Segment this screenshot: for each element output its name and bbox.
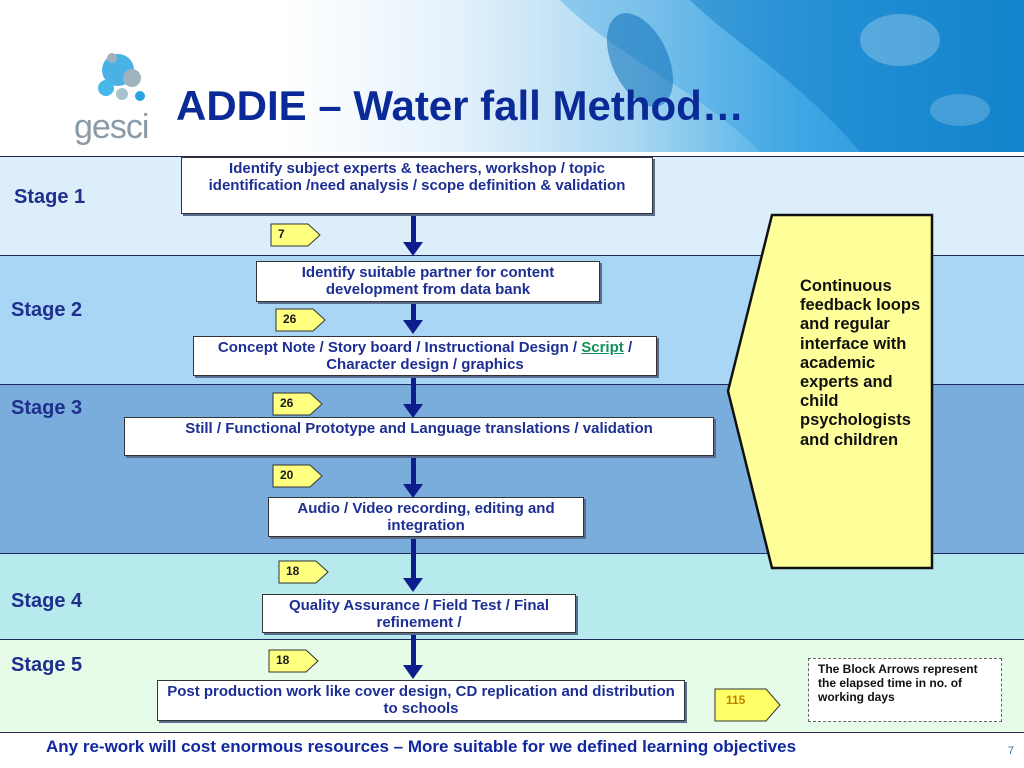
duration-value: 7 — [278, 227, 285, 241]
step-partner-identification: Identify suitable partner for content de… — [256, 261, 600, 302]
duration-value: 26 — [283, 312, 297, 326]
footer-text: Any re-work will cost enormous resources… — [46, 737, 797, 756]
total-duration-value: 115 — [726, 693, 746, 707]
logo-text: gesci — [74, 108, 149, 146]
page-number: 7 — [1007, 745, 1014, 757]
total-duration-tag: 115 — [714, 688, 782, 722]
step-text-suffix: / Character design / graphics — [326, 339, 633, 373]
stage-1-label: Stage 1 — [14, 186, 86, 208]
stage-5-label: Stage 5 — [11, 654, 83, 676]
duration-value: 20 — [280, 468, 294, 482]
step-concept-design: Concept Note / Story board / Instruction… — [193, 336, 657, 376]
step-text: Identify suitable partner for content de… — [301, 264, 555, 298]
gesci-logo-icon — [98, 53, 145, 101]
stage-2-label: Stage 2 — [11, 299, 83, 321]
legend-note: The Block Arrows represent the elapsed t… — [808, 658, 1002, 722]
step-text: Still / Functional Prototype and Languag… — [185, 420, 653, 437]
step-prototype: Still / Functional Prototype and Languag… — [124, 417, 714, 456]
flow-arrow — [403, 456, 423, 498]
header-background — [0, 0, 1024, 152]
step-text-prefix: Concept Note / Story board / Instruction… — [217, 339, 578, 356]
feedback-text: Continuous feedback loops and regular in… — [800, 277, 921, 449]
step-quality-assurance: Quality Assurance / Field Test / Final r… — [262, 594, 576, 633]
step-expert-identification: Identify subject experts & teachers, wor… — [181, 157, 653, 214]
stage-3-label: Stage 3 — [11, 397, 83, 419]
step-post-production: Post production work like cover design, … — [157, 680, 685, 721]
step-text: Post production work like cover design, … — [167, 683, 675, 717]
duration-value: 26 — [280, 396, 294, 410]
step-audio-video: Audio / Video recording, editing and int… — [268, 497, 584, 537]
script-link[interactable]: Script — [581, 339, 624, 356]
duration-tag: 20 — [272, 464, 324, 488]
duration-value: 18 — [276, 653, 290, 667]
step-text: Identify subject experts & teachers, wor… — [208, 160, 626, 194]
duration-tag: 18 — [278, 560, 330, 584]
duration-tag: 18 — [268, 649, 320, 673]
duration-tag: 7 — [270, 223, 322, 247]
flow-arrow — [403, 376, 423, 418]
flow-arrow — [403, 214, 423, 256]
step-text: Quality Assurance / Field Test / Final r… — [288, 597, 550, 631]
step-text: Audio / Video recording, editing and int… — [297, 500, 555, 534]
feedback-callout-shape — [726, 213, 934, 570]
duration-tag: 26 — [275, 308, 327, 332]
duration-value: 18 — [286, 564, 300, 578]
stage-4-label: Stage 4 — [11, 590, 83, 612]
flow-arrow — [403, 537, 423, 592]
flow-arrow — [403, 633, 423, 679]
flow-arrow — [403, 302, 423, 334]
header-swoosh-graphic — [560, 0, 1024, 152]
page-title: ADDIE – Water fall Method… — [176, 82, 744, 129]
duration-tag: 26 — [272, 392, 324, 416]
